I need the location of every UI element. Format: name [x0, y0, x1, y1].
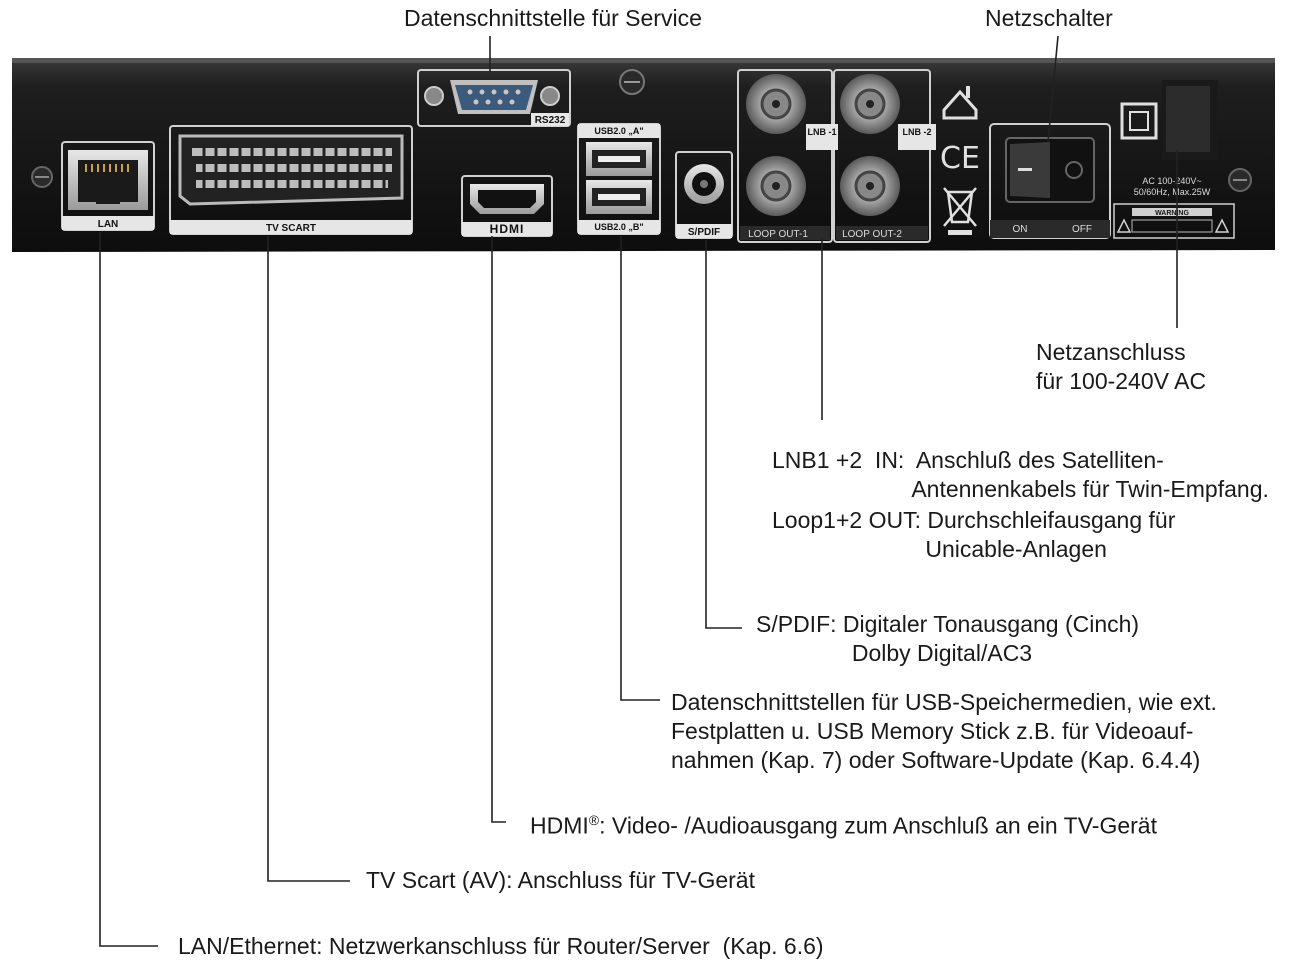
screw-icon: [1228, 168, 1252, 192]
usb-b-label: USB2.0 „B": [594, 222, 643, 232]
power-inlet: AC 100-240V~ 50/60Hz, Max.25W WARNING: [1113, 80, 1235, 239]
off-label: OFF: [1072, 224, 1092, 235]
registered-mark: ®: [588, 812, 600, 828]
scart-port-label: TV SCART: [266, 223, 316, 234]
ce-mark: CE: [940, 141, 980, 176]
hdmi-callout: HDMI®: Video- /Audioausgang zum Anschluß…: [530, 806, 1157, 841]
loop-out1-label: LOOP OUT-1: [748, 229, 808, 240]
home-indoor-icon: [942, 86, 978, 120]
hdmi-callout-name: HDMI: [530, 812, 589, 839]
leader-usb: [620, 236, 660, 701]
power-switch: ON OFF: [989, 123, 1111, 239]
leader-hdmi: [491, 236, 506, 823]
service-port-title: Datenschnittstelle für Service: [404, 5, 702, 31]
lnb1-label: LNB -1: [808, 127, 837, 137]
lnb1-connector: [746, 74, 806, 134]
lnb2-connector: [840, 74, 900, 134]
lnb-in-callout: LNB1 +2 IN: Anschluß des Satelliten- Ant…: [772, 447, 1269, 502]
lan-callout: LAN/Ethernet: Netzwerkanschluss für Rout…: [178, 933, 824, 959]
leader-power-switch: [1047, 35, 1059, 143]
spdif-callout: S/PDIF: Digitaler Tonausgang (Cinch) Dol…: [756, 611, 1140, 666]
usb-ports: USB2.0 „A" USB2.0 „B": [577, 123, 661, 235]
spdif-label: S/PDIF: [688, 227, 720, 238]
power-switch-title: Netzschalter: [985, 5, 1113, 31]
loop-out-callout: Loop1+2 OUT: Durchschleifausgang für Uni…: [772, 507, 1176, 562]
scart-callout: TV Scart (AV): Anschluss für TV-Gerät: [366, 867, 755, 893]
on-label: ON: [1013, 224, 1028, 235]
screw-icon: [619, 69, 645, 95]
warning-label: WARNING: [1155, 210, 1189, 217]
usb-callout: Datenschnittstellen für USB-Speichermedi…: [671, 689, 1217, 773]
usb-a-label: USB2.0 „A": [594, 126, 643, 136]
lnb-loop-ports: LNB -1 LNB -2 LOOP OUT-1 LOOP OUT-2: [737, 69, 936, 243]
power-inlet-callout: Netzanschluss für 100-240V AC: [1036, 339, 1207, 394]
lan-port-label: LAN: [98, 219, 119, 230]
leader-lines: [99, 35, 1178, 947]
screw-icon: [31, 166, 53, 188]
compliance-symbols: CE: [940, 86, 980, 235]
rs232-label: RS232: [535, 115, 566, 126]
ac-rating-line1: AC 100-240V~: [1142, 176, 1201, 186]
lnb2-label: LNB -2: [903, 127, 932, 137]
leader-scart: [267, 236, 350, 882]
leader-lan: [99, 232, 158, 947]
leader-spdif: [705, 240, 742, 629]
loop-out1-connector: [746, 156, 806, 216]
loop-out2-label: LOOP OUT-2: [842, 229, 902, 240]
lan-port: LAN: [61, 141, 155, 231]
weee-bin-icon: [943, 187, 977, 235]
rs232-port: RS232: [417, 69, 571, 127]
spdif-port: S/PDIF: [675, 151, 733, 239]
scart-port: TV SCART: [169, 125, 413, 235]
hdmi-callout-text: : Video- /Audioausgang zum Anschluß an e…: [599, 812, 1157, 839]
ac-rating-line2: 50/60Hz, Max.25W: [1134, 187, 1211, 197]
loop-out2-connector: [840, 156, 900, 216]
hdmi-port: HDMI: [461, 175, 553, 237]
hdmi-logo: HDMI: [490, 222, 525, 236]
